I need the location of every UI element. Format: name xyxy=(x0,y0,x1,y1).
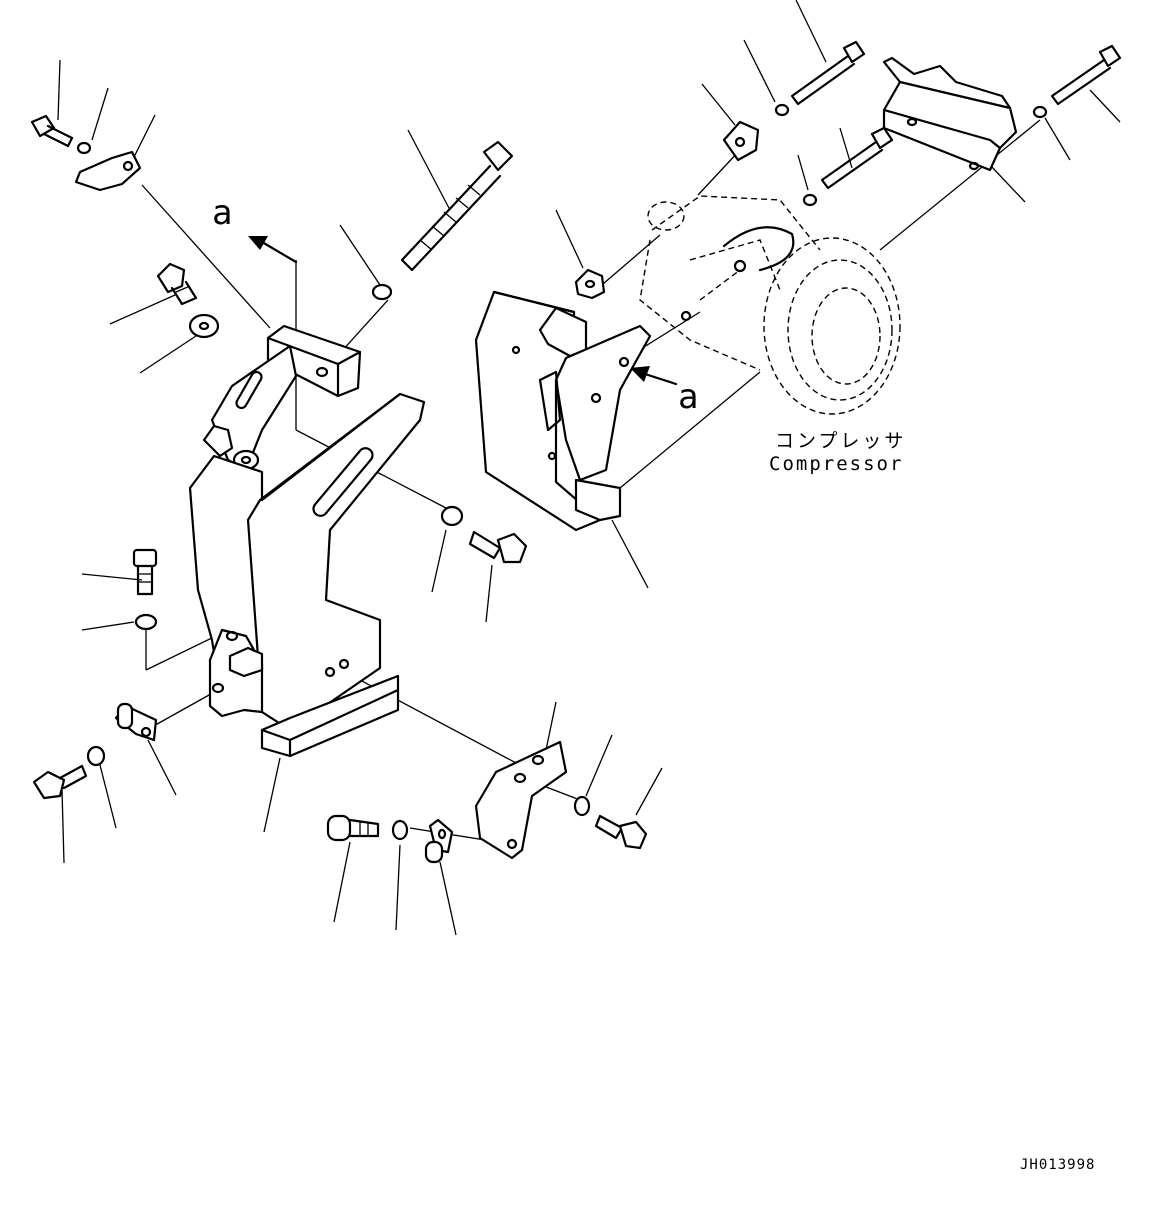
washer-lower-left xyxy=(86,745,106,767)
bolt-left xyxy=(132,548,158,596)
spacer-plate xyxy=(722,120,760,162)
stud-bolt-long xyxy=(400,140,514,272)
washer-top-right-2 xyxy=(802,193,818,207)
bolt-lower-right xyxy=(594,814,648,850)
bracket-plate-lower xyxy=(474,740,568,860)
mounting-bracket-main xyxy=(188,324,426,758)
compressor-bracket xyxy=(474,290,652,532)
washer-far-right xyxy=(1032,105,1048,119)
compressor-label-english: Compressor xyxy=(769,453,904,475)
washer-lower-right xyxy=(573,795,591,817)
bolt-top-left xyxy=(30,114,74,148)
washer-left xyxy=(134,613,158,631)
bolt-middle xyxy=(468,530,528,564)
leader-lines xyxy=(57,0,1121,936)
bolt-upper-left xyxy=(156,262,198,306)
washer-top-right-1 xyxy=(774,103,790,117)
drawing-code: JH013998 xyxy=(1020,1157,1096,1173)
compressor-outline xyxy=(639,195,901,415)
bolt-bottom xyxy=(326,814,380,842)
compressor-label-japanese: コンプレッサ xyxy=(775,430,907,452)
bolt-top-right-2 xyxy=(820,126,894,190)
view-marker-a-left: a xyxy=(212,193,233,233)
cover-bracket xyxy=(882,56,1018,172)
washer-stud xyxy=(371,283,393,301)
washer-upper-left xyxy=(188,313,220,339)
clamp-top-left xyxy=(74,150,142,192)
washer-bottom xyxy=(391,819,409,841)
view-marker-a-right: a xyxy=(678,377,699,417)
view-arrows xyxy=(248,236,678,386)
nut xyxy=(574,268,606,300)
bolt-lower-left xyxy=(32,764,88,800)
washer-top-left xyxy=(76,141,92,155)
bolt-top-right-1 xyxy=(790,40,866,106)
clip-bottom xyxy=(424,818,454,864)
washer-middle xyxy=(440,505,464,527)
clip-lower-left xyxy=(114,702,158,742)
bolt-far-right xyxy=(1050,44,1122,106)
